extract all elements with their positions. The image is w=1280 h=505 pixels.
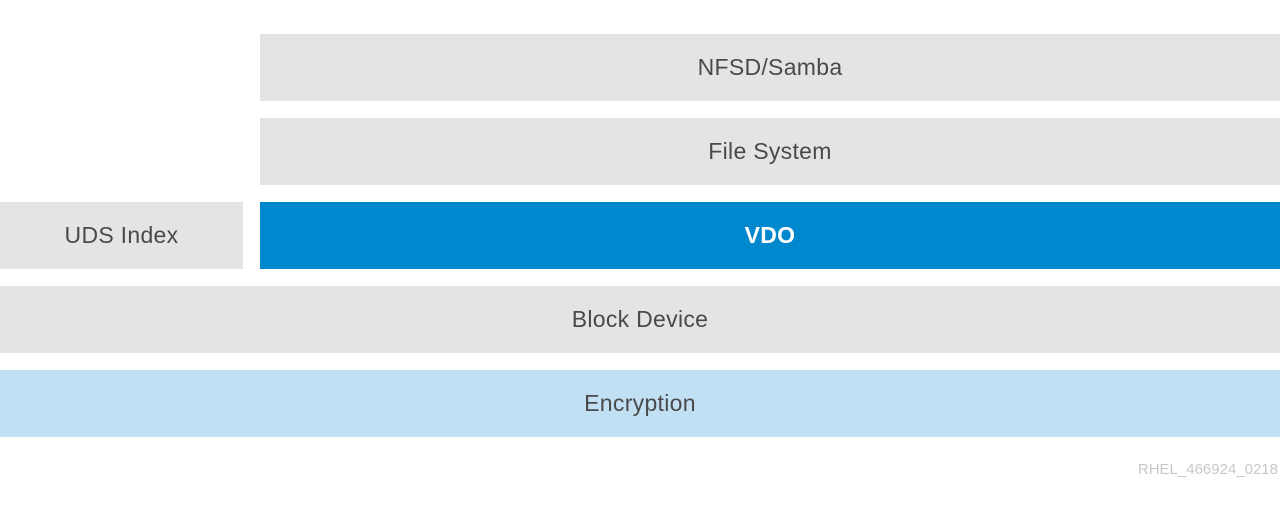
layer-vdo: VDO: [260, 202, 1280, 269]
layer-nfsd-samba: NFSD/Samba: [260, 34, 1280, 101]
layer-encryption-label: Encryption: [584, 390, 696, 416]
layer-block-device-label: Block Device: [571, 306, 709, 332]
layer-file-system: File System: [260, 118, 1280, 185]
layer-uds-index-label: UDS Index: [64, 222, 179, 248]
figure-id: RHEL_466924_0218: [1137, 461, 1278, 478]
layer-encryption: Encryption: [0, 370, 1280, 437]
layer-block-device: Block Device: [0, 286, 1280, 353]
layer-file-system-label: File System: [708, 138, 832, 164]
layer-vdo-label: VDO: [744, 222, 796, 248]
layer-uds-index: UDS Index: [0, 202, 243, 269]
layer-nfsd-samba-label: NFSD/Samba: [697, 54, 843, 80]
